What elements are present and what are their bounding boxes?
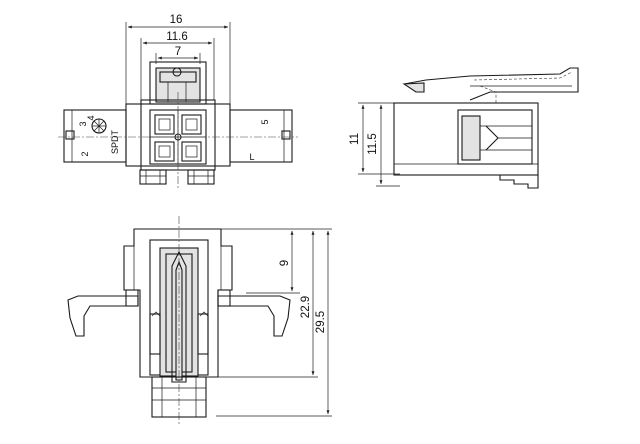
bottom-dimensions: 9 22.9 29.5 — [215, 228, 332, 417]
front-body — [58, 61, 298, 190]
marking-model: SPDT — [110, 130, 120, 155]
front-dim-inner: 7 — [175, 46, 181, 58]
front-dim-overall: 16 — [170, 14, 183, 26]
side-body — [393, 67, 579, 189]
marking-pin-b: 3 — [78, 121, 88, 126]
bottom-dim-short: 9 — [279, 260, 291, 266]
front-view: 16 11.6 7 — [58, 14, 298, 190]
marking-pin-d: 5 — [260, 119, 270, 124]
front-dimensions: 16 11.6 7 — [125, 14, 231, 104]
side-dim-body: 11.5 — [367, 133, 379, 155]
side-view: 11 11.5 — [349, 67, 579, 189]
bottom-view: 9 22.9 29.5 — [67, 216, 332, 426]
bottom-dim-mid: 22.9 — [300, 296, 312, 318]
marking-pin-a: 2 — [80, 151, 90, 156]
side-dimensions: 11 11.5 — [349, 102, 400, 187]
bottom-dim-long: 29.5 — [315, 311, 327, 333]
front-markings: SPDT 2 3 4 5 L — [78, 115, 270, 162]
bottom-body — [67, 216, 291, 426]
marking-pin-c: 4 — [86, 115, 96, 120]
marking-letter: L — [249, 152, 254, 162]
front-dim-mid: 11.6 — [166, 31, 188, 43]
side-dim-height: 11 — [349, 133, 361, 145]
